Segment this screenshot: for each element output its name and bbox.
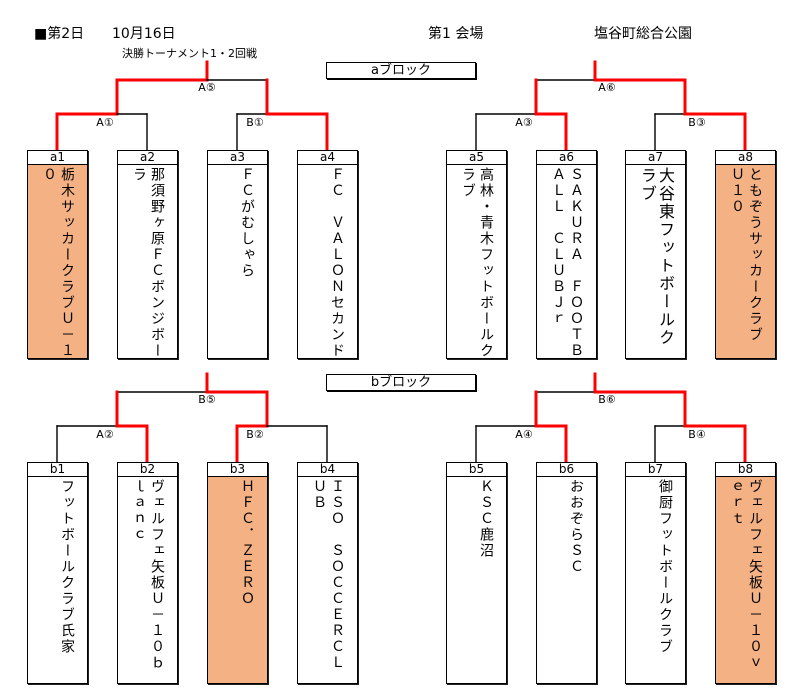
team-box-a8: a8 ともぞうサッカークラブ Ｕ１０ xyxy=(715,150,776,359)
match-label-right-final: B⑥ xyxy=(598,393,616,406)
team-name: 那須野ヶ原ＦＣボンジボーラ xyxy=(131,167,165,359)
match-label-m4: B③ xyxy=(688,116,706,129)
team-code: b4 xyxy=(298,463,357,477)
team-box-b6: b6 おおぞらＳＣ xyxy=(536,462,597,684)
team-box-b1: b1 フットボールクラブ氏家 xyxy=(27,462,88,684)
team-code: b2 xyxy=(118,463,177,477)
team-code: a4 xyxy=(298,151,357,165)
team-body: ＫＳＣ鹿沼 xyxy=(447,477,506,683)
team-code: b6 xyxy=(537,463,596,477)
team-name: 大谷東フットボールクラブ xyxy=(638,167,675,347)
match-label-m3: A③ xyxy=(515,116,533,129)
team-name: フットボールクラブ氏家 xyxy=(59,479,75,655)
team-body: 那須野ヶ原ＦＣボンジボーラ xyxy=(118,165,177,359)
team-code: a8 xyxy=(716,151,775,165)
team-name: ヴェルフェ矢板Ｕ－１０ｖｅｒｔ xyxy=(729,479,763,671)
team-body: ＳＡＫＵＲＡ ＦＯＯＴＢＡＬＬ ＣＬＵＢＪｒ xyxy=(537,165,596,359)
team-code: a1 xyxy=(28,151,87,165)
team-name: ＩＳＯ ＳＯＣＣＥＲＣＬＵＢ xyxy=(311,479,345,671)
team-box-a1: a1 栃木サッカークラブＵ－１０ xyxy=(27,150,88,359)
team-name: おおぞらＳＣ xyxy=(568,479,584,575)
team-code: a7 xyxy=(626,151,685,165)
team-code: a2 xyxy=(118,151,177,165)
team-body: ヴェルフェ矢板Ｕ－１０ｖｅｒｔ xyxy=(716,477,775,683)
team-code: b3 xyxy=(208,463,267,477)
tournament-subtitle: 決勝トーナメント1・2回戦 xyxy=(122,47,257,60)
team-body: おおぞらＳＣ xyxy=(537,477,596,683)
team-body: ＦＣがむしゃら xyxy=(208,165,267,358)
team-name: 御厨フットボールクラブ xyxy=(657,479,673,655)
team-box-b8: b8 ヴェルフェ矢板Ｕ－１０ｖｅｒｔ xyxy=(715,462,776,684)
team-name: ＨＦＣ．ＺＥＲＯ xyxy=(239,479,255,607)
team-body: 栃木サッカークラブＵ－１０ xyxy=(28,165,87,359)
match-label-m3: A④ xyxy=(515,428,533,441)
venue-number: 第1 会場 xyxy=(428,26,484,42)
match-label-m2: B① xyxy=(246,116,264,129)
team-name: ＦＣ ＶＡＬＯＮセカンド xyxy=(329,167,345,359)
team-body: ヴェルフェ矢板Ｕ－１０ｂｌａｎｃ xyxy=(118,477,177,683)
team-body: 大谷東フットボールクラブ xyxy=(626,165,685,358)
match-label-left-final: B⑤ xyxy=(198,393,216,406)
match-label-right-final: A⑥ xyxy=(598,81,616,94)
match-label-left-final: A⑤ xyxy=(198,81,216,94)
team-name: 高林・青木フットボールクラブ xyxy=(460,167,494,359)
match-label-m1: A② xyxy=(96,428,114,441)
team-name: ＳＡＫＵＲＡ ＦＯＯＴＢＡＬＬ ＣＬＵＢＪｒ xyxy=(550,167,584,359)
team-code: b7 xyxy=(626,463,685,477)
block-label-1: bブロック xyxy=(326,374,476,391)
match-label-m2: B② xyxy=(246,428,264,441)
team-name: ヴェルフェ矢板Ｕ－１０ｂｌａｎｃ xyxy=(131,479,165,671)
team-body: フットボールクラブ氏家 xyxy=(28,477,87,683)
date-label: 10月16日 xyxy=(112,26,176,42)
team-body: ＩＳＯ ＳＯＣＣＥＲＣＬＵＢ xyxy=(298,477,357,683)
team-body: ＨＦＣ．ＺＥＲＯ xyxy=(208,477,267,683)
team-box-b2: b2 ヴェルフェ矢板Ｕ－１０ｂｌａｎｃ xyxy=(117,462,178,684)
team-body: ともぞうサッカークラブ Ｕ１０ xyxy=(716,165,775,359)
team-name: ともぞうサッカークラブ Ｕ１０ xyxy=(729,167,763,359)
team-name: ＫＳＣ鹿沼 xyxy=(478,479,494,559)
venue-name: 塩谷町総合公園 xyxy=(594,26,692,42)
team-body: 高林・青木フットボールクラブ xyxy=(447,165,506,359)
match-label-m1: A① xyxy=(96,116,114,129)
team-code: b5 xyxy=(447,463,506,477)
team-body: 御厨フットボールクラブ xyxy=(626,477,685,683)
team-name: 栃木サッカークラブＵ－１０ xyxy=(41,167,75,359)
match-label-m4: B④ xyxy=(688,428,706,441)
team-code: b1 xyxy=(28,463,87,477)
team-body: ＦＣ ＶＡＬＯＮセカンド xyxy=(298,165,357,359)
team-box-a4: a4 ＦＣ ＶＡＬＯＮセカンド xyxy=(297,150,358,359)
day-label: ■第2日 xyxy=(34,26,85,42)
team-box-a2: a2 那須野ヶ原ＦＣボンジボーラ xyxy=(117,150,178,359)
team-box-b7: b7 御厨フットボールクラブ xyxy=(625,462,686,684)
team-code: a6 xyxy=(537,151,596,165)
team-box-a7: a7 大谷東フットボールクラブ xyxy=(625,150,686,359)
team-code: a5 xyxy=(447,151,506,165)
block-label-0: aブロック xyxy=(326,62,476,79)
team-code: a3 xyxy=(208,151,267,165)
team-box-a5: a5 高林・青木フットボールクラブ xyxy=(446,150,507,359)
team-code: b8 xyxy=(716,463,775,477)
team-name: ＦＣがむしゃら xyxy=(239,167,255,279)
